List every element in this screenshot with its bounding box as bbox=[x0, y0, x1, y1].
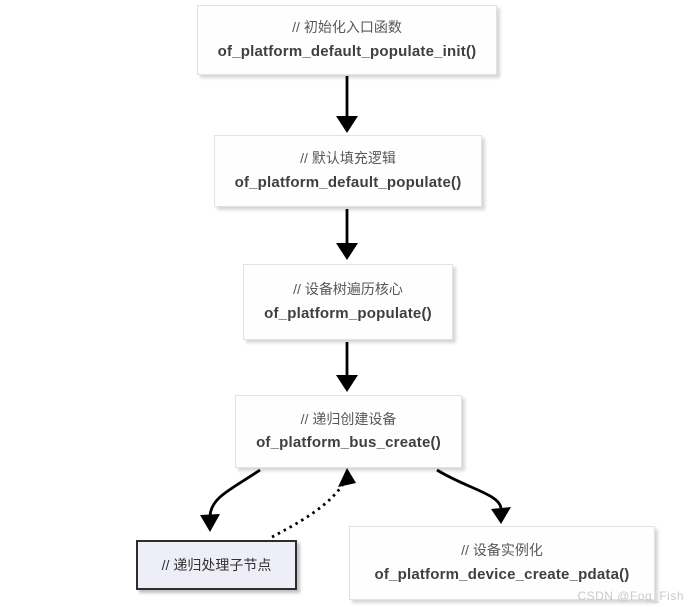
node-init-comment: // 初始化入口函数 bbox=[292, 19, 402, 36]
edge-bus-create-to-recurse-children bbox=[208, 468, 261, 517]
arrowhead-init-to-default-populate bbox=[336, 116, 358, 133]
node-default-populate-function: of_platform_default_populate() bbox=[234, 173, 462, 191]
csdn-watermark: CSDN @Fog_Fish bbox=[577, 589, 684, 603]
node-bus-create-function: of_platform_bus_create() bbox=[256, 434, 441, 452]
edge-recurse-children-to-bus-create-dotted bbox=[271, 478, 348, 539]
node-default-populate: // 默认填充逻辑 of_platform_default_populate() bbox=[214, 135, 482, 207]
node-device-create: // 设备实例化 of_platform_device_create_pdata… bbox=[349, 526, 655, 600]
node-bus-create: // 递归创建设备 of_platform_bus_create() bbox=[235, 395, 462, 468]
node-populate-comment: // 设备树遍历核心 bbox=[293, 281, 403, 298]
arrowhead-default-populate-to-populate bbox=[336, 243, 358, 260]
node-device-create-comment: // 设备实例化 bbox=[461, 542, 543, 559]
node-recurse-children-comment: // 递归处理子节点 bbox=[161, 556, 272, 573]
arrowhead-populate-to-bus-create bbox=[336, 375, 358, 392]
node-init-function: of_platform_default_populate_init() bbox=[217, 42, 477, 60]
node-bus-create-comment: // 递归创建设备 bbox=[300, 410, 397, 427]
arrowhead-bus-create-to-recurse-children bbox=[200, 514, 220, 532]
node-init: // 初始化入口函数 of_platform_default_populate_… bbox=[197, 5, 497, 75]
arrowhead-recurse-children-to-bus-create bbox=[338, 468, 356, 487]
node-device-create-function: of_platform_device_create_pdata() bbox=[374, 565, 630, 583]
edge-bus-create-to-device-create bbox=[436, 468, 503, 509]
arrowhead-bus-create-to-device-create bbox=[491, 507, 511, 524]
node-recurse-children: // 递归处理子节点 bbox=[136, 540, 297, 590]
node-populate-function: of_platform_populate() bbox=[264, 304, 432, 322]
node-populate: // 设备树遍历核心 of_platform_populate() bbox=[243, 264, 453, 340]
node-default-populate-comment: // 默认填充逻辑 bbox=[300, 150, 396, 167]
